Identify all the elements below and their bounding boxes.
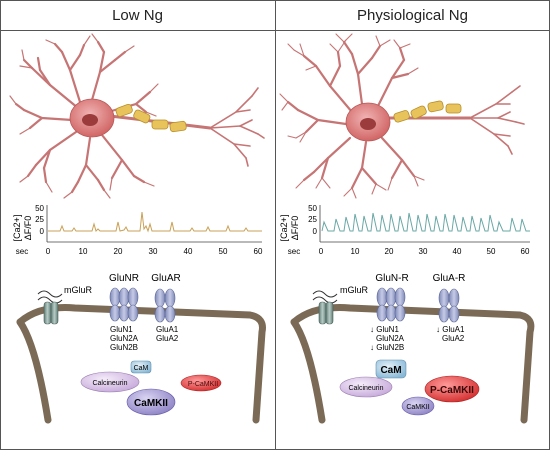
left-xtick-5: 50	[219, 247, 228, 256]
left-camkii	[126, 388, 176, 416]
right-camkii	[401, 396, 435, 416]
right-neuron	[279, 33, 525, 199]
left-calcineurin-label: Calcineurin	[92, 380, 127, 387]
left-xtick-1: 10	[79, 247, 88, 256]
left-xtick-4: 40	[184, 247, 193, 256]
right-gluar-subunit-2: GluA2	[442, 334, 465, 343]
right-trace-ylabel-top: [Ca2+]	[279, 215, 289, 242]
left-pcamk-label: P-CaMKII	[188, 381, 218, 388]
panel-divider	[275, 0, 276, 450]
right-gluar-receptor	[438, 288, 460, 323]
right-xtick-5: 50	[487, 247, 496, 256]
left-gluar-subunit-1: GluA1	[156, 325, 179, 334]
left-ytick-1: 25	[35, 215, 44, 224]
left-trace-ylabel-top: [Ca2+]	[12, 215, 22, 242]
right-xtick-1: 10	[351, 247, 360, 256]
right-gluar-subunit-1: ↓ GluA1	[436, 325, 465, 334]
right-glunr-subunit-3: ↓ GluN2B	[370, 343, 404, 352]
right-ytick-2: 0	[313, 227, 318, 236]
right-ytick-0: 50	[308, 204, 317, 213]
right-calcineurin	[339, 376, 393, 398]
left-gluar-subunit-2: GluA2	[156, 334, 179, 343]
right-camkii-label: CaMKII	[406, 404, 429, 411]
left-membrane-left	[16, 318, 52, 424]
right-xtick-6: 60	[521, 247, 530, 256]
left-trace-ylabel-bottom: ΔF/F0	[23, 216, 33, 241]
left-calcineurin	[80, 371, 140, 393]
left-nucleus	[82, 114, 98, 126]
right-cam	[375, 359, 407, 379]
left-xtick-6: 60	[254, 247, 263, 256]
right-membrane	[290, 304, 535, 424]
left-synapse: mGluR GluNR GluN1 GluN2A GluN2B GluAR Gl…	[16, 273, 266, 424]
left-mglur-receptor	[37, 290, 63, 325]
right-trace-ylabel-bottom: ΔF/F0	[290, 216, 300, 241]
header-rule	[0, 30, 550, 31]
right-panel-title: Physiological Ng	[357, 7, 468, 24]
left-membrane	[16, 304, 266, 424]
left-glunr-subunit-1: GluN1	[110, 325, 133, 334]
right-xtick-0: 0	[319, 247, 324, 256]
left-glunr-label: GluNR	[109, 273, 139, 284]
right-membrane-left	[290, 318, 326, 424]
left-cam-label: CaM	[134, 365, 149, 372]
left-cam	[130, 360, 152, 374]
right-synapse: mGluR GluN-R ↓ GluN1 GluN2A ↓ GluN2B Glu…	[290, 273, 535, 424]
right-calcineurin-label: Calcineurin	[348, 385, 383, 392]
right-pcamk-label: P-CaMKII	[430, 385, 474, 396]
right-glunr-subunit-2: GluN2A	[376, 334, 405, 343]
left-axon-myelin	[115, 103, 187, 133]
left-xtick-2: 20	[114, 247, 123, 256]
right-glunr-subunit-1: ↓ GluN1	[370, 325, 399, 334]
left-gluar-label: GluAR	[151, 273, 180, 284]
left-xtick-3: 30	[149, 247, 158, 256]
right-xtick-2: 20	[385, 247, 394, 256]
right-axon-myelin	[393, 100, 462, 123]
right-nucleus	[360, 118, 376, 130]
right-pcamk	[424, 375, 480, 403]
left-gluar-receptor	[154, 288, 176, 323]
left-panel-title: Low Ng	[112, 7, 163, 24]
left-neuron	[9, 33, 265, 199]
left-xunit: sec	[16, 247, 28, 256]
right-mglur-label: mGluR	[340, 285, 369, 295]
left-pcamk	[180, 374, 222, 392]
left-glunr-subunit-2: GluN2A	[110, 334, 139, 343]
right-xtick-3: 30	[419, 247, 428, 256]
left-calcium-trace	[48, 211, 262, 233]
right-ytick-1: 25	[308, 215, 317, 224]
right-cam-label: CaM	[380, 365, 401, 376]
right-gluar-label: GluA-R	[433, 273, 466, 284]
left-glunr-receptor	[109, 287, 139, 322]
left-ytick-0: 50	[35, 204, 44, 213]
right-xunit: sec	[288, 247, 300, 256]
left-mglur-label: mGluR	[64, 285, 93, 295]
left-trace-plot: [Ca2+] ΔF/F0 50 25 0 sec 0 10 20 30 40 5…	[12, 204, 263, 256]
right-glunr-label: GluN-R	[375, 273, 408, 284]
left-xtick-0: 0	[46, 247, 51, 256]
left-camkii-label: CaMKII	[134, 398, 168, 409]
left-glunr-subunit-3: GluN2B	[110, 343, 138, 352]
left-ytick-2: 0	[40, 227, 45, 236]
right-calcium-trace	[321, 212, 530, 232]
right-xtick-4: 40	[453, 247, 462, 256]
right-mglur-receptor	[312, 290, 338, 325]
right-glunr-receptor	[376, 287, 406, 322]
right-trace-plot: [Ca2+] ΔF/F0 50 25 0 sec 0 10 20 30 40 5…	[279, 204, 530, 256]
